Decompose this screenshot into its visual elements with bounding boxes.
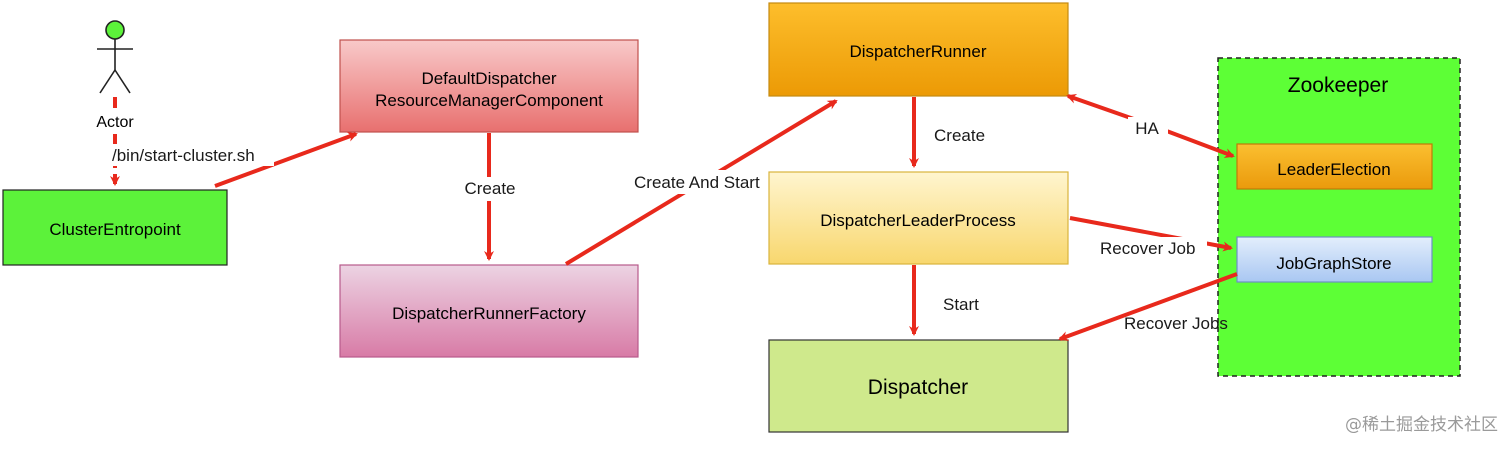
create-and-start-label-bg bbox=[628, 170, 768, 194]
edge-cluster-to-default-dispatcher bbox=[214, 132, 358, 188]
dispatcher-label: Dispatcher bbox=[868, 376, 968, 399]
ha-label: HA bbox=[1135, 119, 1159, 138]
actor-label: Actor bbox=[96, 114, 134, 131]
zookeeper-label: Zookeeper bbox=[1288, 74, 1388, 97]
default-dispatcher-label-line2: ResourceManagerComponent bbox=[375, 91, 603, 110]
dispatcher-runner-box bbox=[768, 2, 1069, 97]
dispatcher-runner-factory-label: DispatcherRunnerFactory bbox=[392, 304, 586, 323]
leader-election-label: LeaderElection bbox=[1277, 160, 1390, 179]
create-and-start-label: Create And Start bbox=[634, 173, 760, 192]
actor-icon bbox=[97, 20, 133, 94]
zookeeper-group: Zookeeper bbox=[1217, 57, 1461, 377]
dispatcher-leader-process-box bbox=[768, 171, 1069, 265]
job-graph-store-label: JobGraphStore bbox=[1276, 254, 1391, 273]
create-factory-label-bg bbox=[455, 177, 525, 201]
cluster-entrypoint-label: ClusterEntropoint bbox=[49, 220, 181, 239]
edge-ha-to-leader-election bbox=[1163, 128, 1235, 158]
watermark: @稀土掘金技术社区 bbox=[1345, 415, 1498, 435]
ha-label-bg bbox=[1128, 117, 1168, 141]
edge-job-graph-store-to-dispatcher bbox=[1058, 272, 1238, 341]
job-graph-store-box bbox=[1236, 236, 1433, 283]
start-dispatcher-label: Start bbox=[943, 295, 979, 314]
recover-jobs-label: Recover Jobs bbox=[1124, 314, 1228, 333]
zookeeper-container bbox=[1217, 57, 1461, 377]
recover-job-label-bg bbox=[1097, 237, 1207, 261]
default-dispatcher-label-line1: DefaultDispatcher bbox=[421, 69, 556, 88]
dispatcher-leader-process-label: DispatcherLeaderProcess bbox=[820, 211, 1016, 230]
leader-election-box bbox=[1236, 143, 1433, 190]
default-dispatcher-box bbox=[339, 39, 639, 133]
dispatcher-box bbox=[768, 339, 1069, 433]
create-factory-label: Create bbox=[464, 179, 515, 198]
start-cluster-label: /bin/start-cluster.sh bbox=[112, 146, 255, 165]
recover-job-label: Recover Job bbox=[1100, 239, 1195, 258]
cluster-entrypoint-box bbox=[2, 189, 228, 266]
start-cluster-label-bg bbox=[108, 144, 274, 166]
dispatcher-runner-factory-box bbox=[339, 264, 639, 358]
dispatcher-runner-label: DispatcherRunner bbox=[849, 42, 986, 61]
create-leader-label: Create bbox=[934, 126, 985, 145]
